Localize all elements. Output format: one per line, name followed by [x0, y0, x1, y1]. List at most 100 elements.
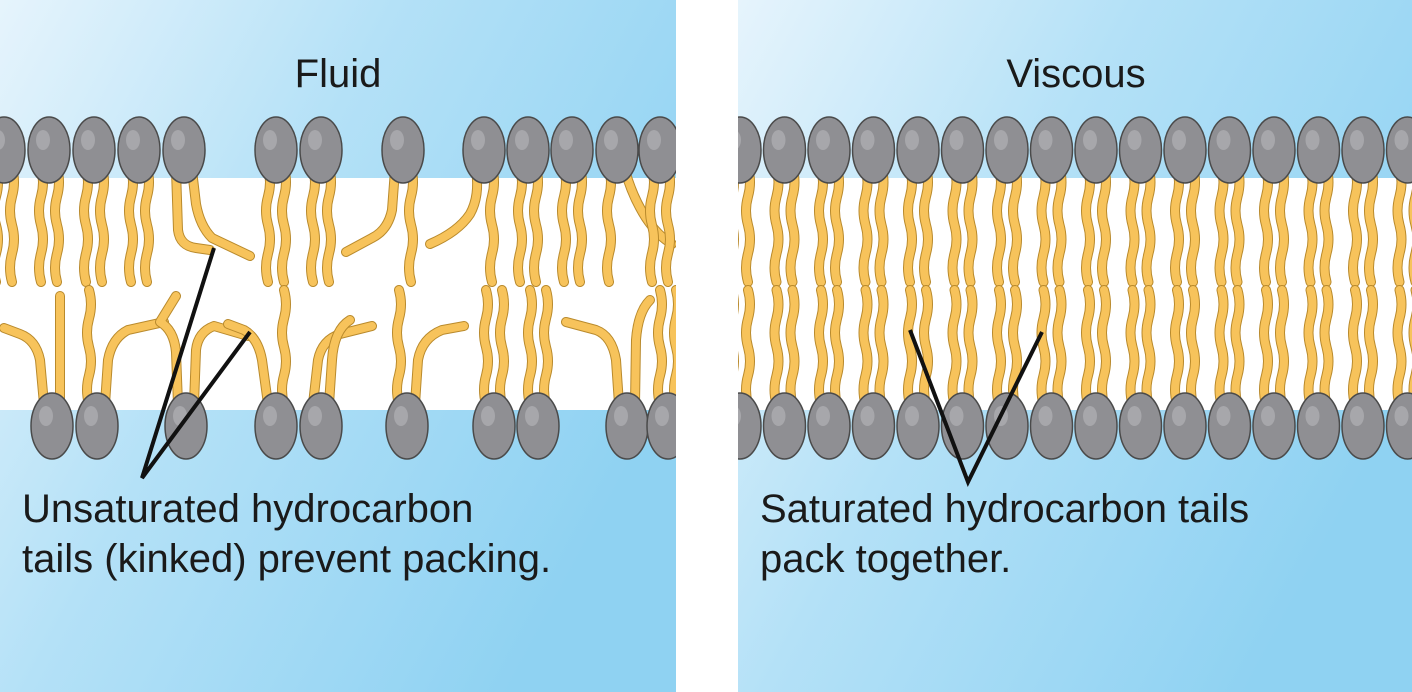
- hydrocarbon-tail-fill: [1304, 286, 1317, 408]
- phospholipid-head: [385, 392, 429, 460]
- phospholipid-head: [1074, 392, 1118, 460]
- head-highlight: [1305, 130, 1320, 150]
- phospholipid-head: [1163, 116, 1207, 184]
- hydrocarbon-tail-fill: [1187, 286, 1199, 408]
- head-highlight: [655, 406, 669, 426]
- phospholipid-head: [254, 116, 298, 184]
- hydrocarbon-tail-fill: [1187, 164, 1199, 286]
- head-highlight: [949, 406, 964, 426]
- head-highlight: [525, 406, 539, 426]
- head-highlight: [738, 407, 741, 425]
- phospholipid-head: [30, 392, 74, 460]
- hydrocarbon-tail-fill: [1142, 164, 1155, 286]
- hydrocarbon-tail-fill: [770, 286, 783, 408]
- hydrocarbon-tail-fill: [904, 286, 916, 408]
- hydrocarbon-tail-fill: [224, 320, 272, 408]
- head-highlight: [1305, 406, 1320, 426]
- hydrocarbon-tail-fill: [325, 316, 354, 408]
- phospholipid-head: [72, 116, 116, 184]
- phospholipid-head: [738, 116, 762, 184]
- hydrocarbon-tail-fill: [1231, 286, 1244, 408]
- hydrocarbon-tail-fill: [920, 164, 932, 286]
- hydrocarbon-tail-fill: [1053, 286, 1066, 408]
- pointer-lines: [908, 329, 1044, 487]
- hydrocarbon-tail-fill: [1098, 286, 1110, 408]
- phospholipid-head: [762, 392, 807, 460]
- hydrocarbon-tail-fill: [574, 164, 586, 286]
- head-highlight: [1394, 130, 1409, 150]
- hydrocarbon-tail-fill: [1393, 286, 1406, 408]
- viscous-caption: Saturated hydrocarbon tails pack togethe…: [760, 484, 1249, 584]
- head-highlight: [0, 130, 5, 150]
- fluid-caption-line1: Unsaturated hydrocarbon: [22, 487, 474, 531]
- head-highlight: [1038, 406, 1053, 426]
- hydrocarbon-tail-fill: [993, 164, 1005, 286]
- hydrocarbon-tail-fill: [426, 166, 482, 248]
- hydrocarbon-tail-fill: [770, 164, 783, 286]
- hydrocarbon-tail-fill: [948, 286, 961, 408]
- hydrocarbon-tail-fill: [540, 286, 552, 408]
- head-highlight: [860, 130, 875, 150]
- hydrocarbon-tail-fill: [6, 164, 18, 286]
- hydrocarbon-tail-fill: [1260, 286, 1272, 408]
- phospholipid-head: [646, 392, 676, 460]
- hydrocarbon-tail-fill: [993, 286, 1005, 408]
- head-highlight: [905, 406, 919, 426]
- hydrocarbon-tail-fill: [1260, 164, 1272, 286]
- hydrocarbon-tail-fill: [875, 164, 888, 286]
- phospholipid-head: [550, 116, 594, 184]
- head-highlight: [36, 130, 50, 150]
- hydrocarbon-tail-fill: [815, 286, 827, 408]
- phospholipid-head: [595, 116, 639, 184]
- head-highlight: [860, 406, 875, 426]
- hydrocarbon-tail-fill: [1365, 286, 1377, 408]
- hydrocarbon-tail-fill: [480, 286, 492, 408]
- head-highlight: [308, 406, 322, 426]
- head-highlight: [816, 130, 830, 150]
- hydrocarbon-tail-fill: [278, 164, 290, 286]
- hydrocarbon-tail-fill: [524, 286, 536, 408]
- pointer-lines: [140, 247, 252, 480]
- phospholipid-head: [1118, 392, 1163, 460]
- phospholipid-head: [1207, 392, 1252, 460]
- head-highlight: [390, 130, 404, 150]
- phospholipid-head: [75, 392, 119, 460]
- head-highlight: [471, 130, 485, 150]
- phospholipid-head: [807, 392, 851, 460]
- head-highlight: [1394, 406, 1409, 426]
- head-highlight: [1216, 130, 1231, 150]
- hydrocarbon-tail-fill: [670, 286, 676, 408]
- hydrocarbon-tail-fill: [101, 318, 168, 408]
- hydrocarbon-tail-fill: [742, 286, 754, 408]
- head-highlight: [1261, 406, 1275, 426]
- phospholipid-head: [299, 116, 343, 184]
- hydrocarbon-tail-fill: [1171, 286, 1183, 408]
- bilayer-core: [738, 178, 1412, 410]
- head-highlight: [905, 130, 919, 150]
- hydrocarbon-tail-fill: [342, 166, 399, 256]
- hydrocarbon-tail-fill: [831, 286, 843, 408]
- head-highlight: [738, 131, 741, 149]
- phospholipid-head: [1296, 392, 1341, 460]
- phospholipid-head: [851, 392, 896, 460]
- hydrocarbon-tail-fill: [562, 318, 623, 408]
- head-highlight: [126, 130, 140, 150]
- hydrocarbon-tail-fill: [1171, 164, 1183, 286]
- hydrocarbon-tail-fill: [742, 164, 754, 286]
- fluid-title: Fluid: [294, 52, 382, 96]
- head-highlight: [1127, 406, 1142, 426]
- head-highlight: [1127, 130, 1142, 150]
- hydrocarbon-tail-fill: [278, 286, 290, 408]
- hydrocarbon-tail-fill: [1276, 286, 1288, 408]
- head-highlight: [84, 406, 98, 426]
- hydrocarbon-tail-fill: [83, 286, 95, 408]
- hydrocarbon-tail-fill: [1009, 286, 1021, 408]
- head-highlight: [559, 130, 573, 150]
- hydrocarbon-tail-fill: [262, 164, 274, 286]
- hydrocarbon-tail-fill: [190, 322, 252, 408]
- phospholipid-head: [896, 392, 940, 460]
- hydrocarbon-tail-fill: [530, 164, 542, 286]
- fluid-caption-line2: tails (kinked) prevent packing.: [22, 537, 552, 581]
- phospholipid-head: [1207, 116, 1252, 184]
- hydrocarbon-tail-fill: [859, 286, 872, 408]
